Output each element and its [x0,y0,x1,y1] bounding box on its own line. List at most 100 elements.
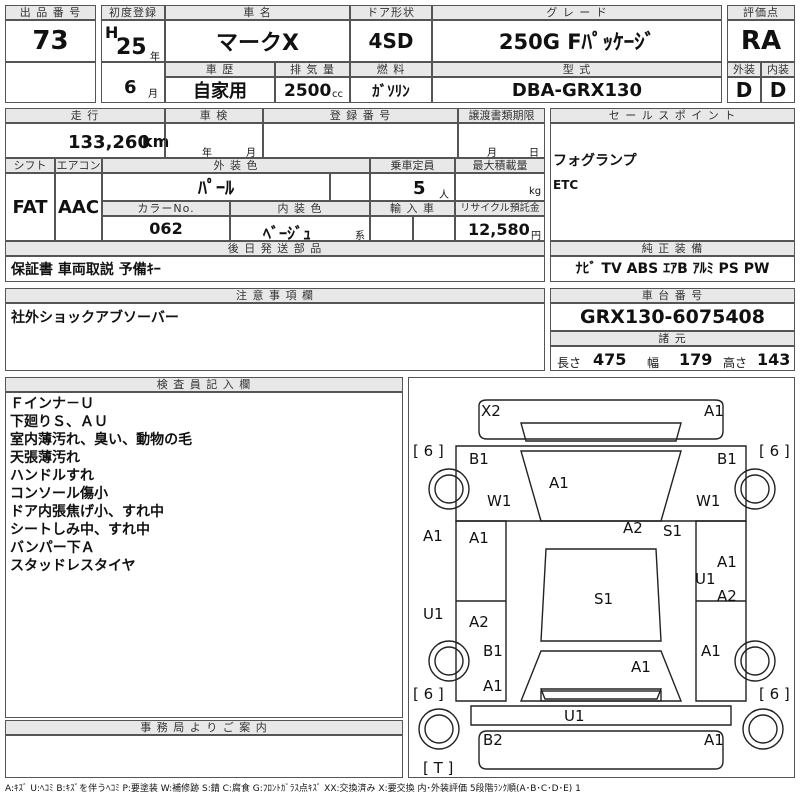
first-reg-month: 6 月 [101,62,165,103]
load-unit: kg [529,186,542,197]
sales-label: セ ー ル ス ポ イ ン ト [550,108,795,123]
car-outline [470,705,732,726]
length-label: 長さ [557,356,582,370]
hood [520,450,682,522]
damage-code: A1 [704,731,724,749]
displacement-unit: cc [332,89,343,100]
wheel-spare [418,708,460,750]
car-name: マークX [165,20,350,62]
car-outline [455,520,507,702]
inspector-label: 検 査 員 記 入 欄 [5,377,403,392]
rear-window [539,688,663,700]
recycle-unit: 円 [531,231,541,242]
color-label: 外 装 色 [102,158,370,173]
height-label: 高さ [723,356,748,370]
equipment: ﾅﾋﾞ TV ABS ｴｱB ｱﾙﾐ PS PW [550,256,795,282]
ac: AAC [55,173,102,241]
car-outline [478,730,724,770]
inspector-line-0: Ｆインナ－Ｕ [10,396,94,412]
inspector-line-4: ハンドルすれ [10,468,94,484]
damage-code: A2 [717,587,737,605]
damage-code: A1 [423,527,443,545]
inspection-box: 年 月 [165,123,263,159]
model-label: 型 式 [432,62,722,77]
damage-code: A1 [701,642,721,660]
damage-code: S1 [594,590,613,608]
plate-label: 登 録 番 号 [263,108,458,123]
grade-label: グ レ ー ド [432,5,722,20]
fuel: ｶﾞｿﾘﾝ [350,77,432,103]
interior-grade: D [761,77,795,103]
color: ﾊﾟｰﾙ [102,173,330,201]
reg-month: 6 [124,77,137,98]
interior-color-box: ﾍﾞｰｼﾞｭ 系 [230,216,370,243]
dims-label: 諸 元 [550,331,795,346]
damage-code: A2 [469,613,489,631]
mileage-label: 走 行 [5,108,165,123]
sales-box: フォグランプ ETC [550,123,795,241]
load-box: kg [455,173,545,201]
tire-mark: [ 6 ] [759,442,790,460]
dims-box: 長さ 475 幅 179 高さ 143 [550,346,795,371]
inspector-line-6: ドア内張焦げ小、すれ中 [10,504,164,520]
door-label: ドア形状 [350,5,432,20]
capacity-label: 乗車定員 [370,158,455,173]
inspector-line-1: 下廻りＳ、ＡＵ [10,414,108,430]
car-diagram-frame: [ 6 ] [ 6 ] [ 6 ] [ 6 ] [ T ] X2 A1 B1 B… [408,377,795,778]
damage-code: U1 [423,605,444,623]
length: 475 [593,350,627,369]
inspector-line-7: シートしみ中、すれ中 [10,522,150,538]
wheel-spare-2 [742,708,784,750]
shift: FAT [5,173,55,241]
damage-code: A2 [623,519,643,537]
car-outline [478,399,724,440]
lot-number: 73 [5,20,96,62]
color-blank [330,173,370,201]
wheel-fr [734,468,776,510]
notes-box: 社外ショックアブソーバー [5,303,545,371]
damage-code: A1 [549,474,569,492]
displacement-box: 2500 cc [275,77,350,103]
import-box-a [370,216,413,241]
color-no-label: カラーNo. [102,201,230,216]
damage-code: A1 [631,658,651,676]
ac-label: エアコン [55,158,102,173]
damage-code: B1 [469,450,489,468]
inspector-line-9: スタッドレスタイヤ [10,558,136,574]
damage-code: A1 [483,677,503,695]
tire-mark: [ 6 ] [759,685,790,703]
mileage: 133,260 [68,132,150,153]
interior-color-unit: 系 [355,231,365,242]
trunk [519,650,683,702]
car-name-label: 車 名 [165,5,350,20]
interior-color: ﾍﾞｰｼﾞｭ [263,224,312,243]
later-parts-label: 後 日 発 送 部 品 [5,241,545,256]
inspection-label: 車 検 [165,108,263,123]
inspector-box: Ｆインナ－Ｕ 下廻りＳ、ＡＵ 室内薄汚れ、臭い、動物の毛 天張薄汚れ ハンドルす… [5,392,403,718]
notes-label: 注 意 事 項 欄 [5,288,545,303]
model: DBA-GRX130 [432,77,722,103]
first-reg-year: H 25 年 [101,20,165,63]
chassis: GRX130-6075408 [550,303,795,331]
later-parts-box: 保証書 車両取説 予備ｷｰ [5,256,545,282]
transfer-label: 譲渡書類期限 [458,108,545,123]
tire-mark: [ 6 ] [413,442,444,460]
width: 179 [679,350,713,369]
sales-point-0: フォグランプ [553,153,637,169]
inspection-month-unit: 月 [246,148,256,159]
car-diagram: [ 6 ] [ 6 ] [ 6 ] [ 6 ] [ T ] X2 A1 B1 B… [413,399,790,777]
damage-code: B1 [717,450,737,468]
interior-color-label: 内 装 色 [230,201,370,216]
mileage-unit: km [142,132,170,151]
damage-code: U1 [695,570,716,588]
inspector-line-5: コンソール傷小 [10,486,108,502]
car-outline [695,520,747,702]
interior-label: 内装 [761,62,795,77]
mileage-box: 133,260 km [5,123,169,158]
wheel-rr [734,640,776,682]
grade: 250G Fﾊﾟｯｹｰｼﾞ [432,20,722,62]
wheel-rl [428,640,470,682]
damage-code: A1 [704,402,724,420]
lot-label: 出 品 番 号 [5,5,96,20]
height: 143 [757,350,791,369]
